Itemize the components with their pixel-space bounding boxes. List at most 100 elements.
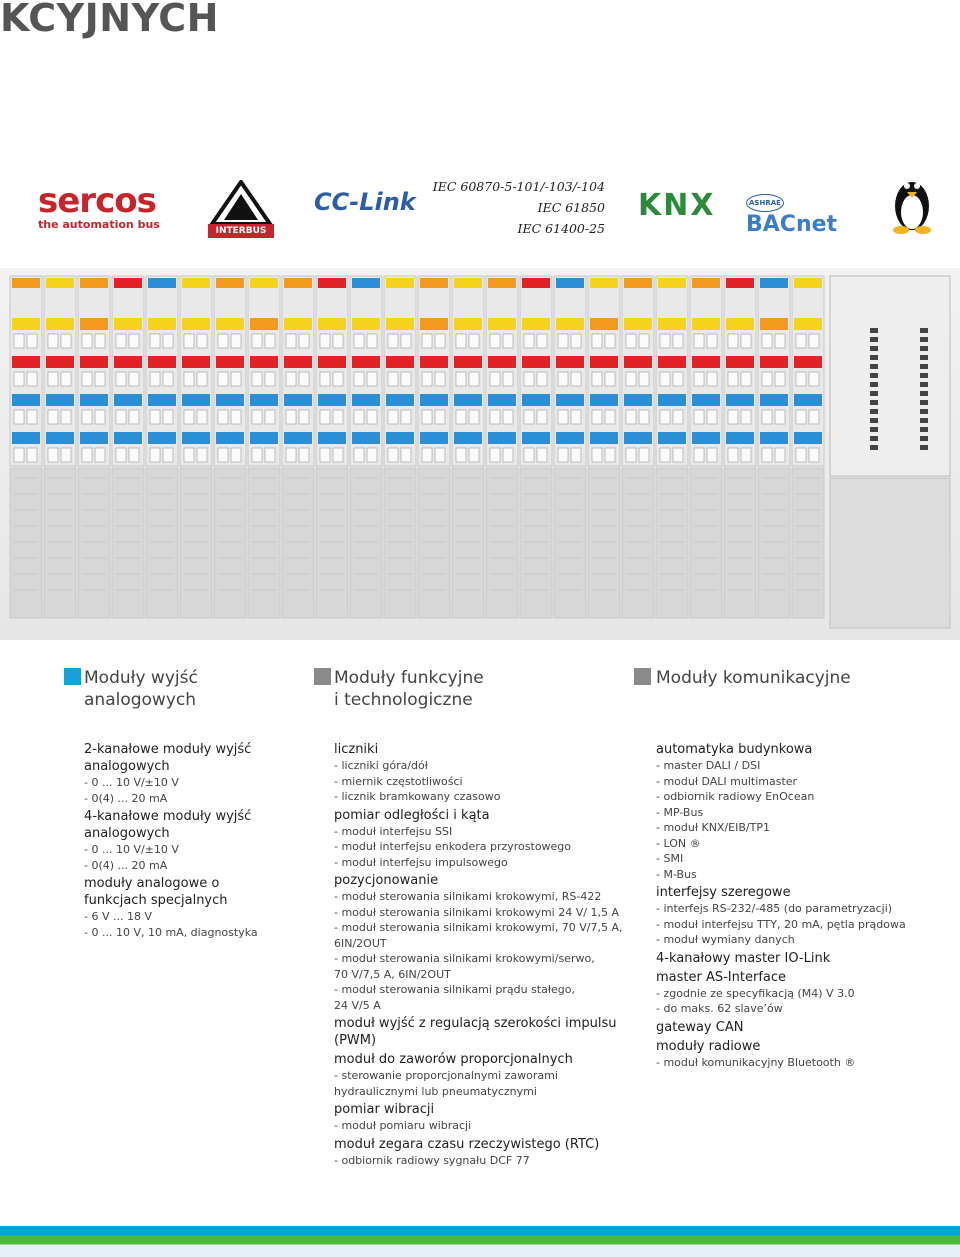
module-base (281, 467, 315, 619)
terminal-label (692, 318, 720, 330)
terminal-label (624, 356, 652, 368)
terminal-slot (183, 333, 195, 349)
list-item: - moduł komunikacyjny Bluetooth ® (656, 1055, 856, 1069)
terminal-slot (489, 447, 501, 463)
module-base (519, 467, 553, 619)
list-heading: moduł wyjść z regulacją szerokości impul… (334, 1016, 617, 1048)
terminal-slot (196, 333, 208, 349)
led-indicator (920, 364, 928, 369)
module-top-label (420, 278, 448, 288)
terminal-label (284, 356, 312, 368)
terminal-label (352, 318, 380, 330)
terminal-slot (264, 409, 276, 425)
terminal-slot (523, 371, 535, 387)
terminal-slot (706, 333, 718, 349)
terminal-slot (81, 333, 93, 349)
terminal-slot (196, 371, 208, 387)
terminal-label (80, 394, 108, 406)
led-indicator (920, 400, 928, 405)
list-item: - moduł interfejsu TTY, 20 mA, pętla prą… (656, 917, 906, 931)
terminal-slot (795, 409, 807, 425)
module-top-label (46, 278, 74, 288)
terminal-slot (625, 447, 637, 463)
terminal-slot (13, 333, 25, 349)
standard-item: IEC 60870-5-101/-103/-104 (432, 179, 605, 194)
led-indicator (870, 382, 878, 387)
terminal-label (352, 432, 380, 444)
terminal-slot (502, 447, 514, 463)
terminal-slot (774, 447, 786, 463)
list-item: - 0(4) ... 20 mA (84, 791, 168, 805)
terminal-label (318, 394, 346, 406)
list-heading: interfejsy szeregowe (656, 885, 791, 900)
terminal-slot (740, 333, 752, 349)
end-module-base (829, 477, 951, 629)
list-item: - MP-Bus (656, 805, 704, 819)
module-base (417, 467, 451, 619)
led-indicator (920, 418, 928, 423)
terminal-label (590, 394, 618, 406)
terminal-slot (421, 409, 433, 425)
terminal-slot (183, 371, 195, 387)
list-item: - LON ® (656, 836, 701, 850)
terminal-label (386, 432, 414, 444)
terminal-slot (26, 371, 38, 387)
terminal-slot (285, 409, 297, 425)
terminal-slot (638, 447, 650, 463)
terminal-slot (319, 447, 331, 463)
terminal-slot (26, 409, 38, 425)
terminal-slot (468, 371, 480, 387)
terminal-slot (740, 447, 752, 463)
module-base (587, 467, 621, 619)
section-square-icon (634, 668, 651, 685)
list-heading: liczniki (334, 742, 379, 757)
terminal-slot (13, 447, 25, 463)
terminal-slot (434, 447, 446, 463)
module-base (315, 467, 349, 619)
terminal-slot (672, 409, 684, 425)
module-top-label (80, 278, 108, 288)
module-top-label (522, 278, 550, 288)
list-heading: 2-kanałowe moduły wyjść analogowych (84, 742, 252, 774)
terminal-slot (332, 333, 344, 349)
terminal-slot (162, 447, 174, 463)
list-item: - do maks. 62 slave’ów (656, 1002, 783, 1015)
bacnet-logo: ASHRAE BACnet (746, 192, 854, 237)
terminal-label (148, 432, 176, 444)
terminal-slot (115, 447, 127, 463)
terminal-slot (761, 371, 773, 387)
section-square-icon (314, 668, 331, 685)
terminal-slot (434, 371, 446, 387)
terminal-slot (536, 447, 548, 463)
module-base (383, 467, 417, 619)
terminal-slot (217, 371, 229, 387)
module-top-label (726, 278, 754, 288)
module-top-label (318, 278, 346, 288)
terminal-label (420, 432, 448, 444)
module-top-label (624, 278, 652, 288)
terminal-slot (149, 447, 161, 463)
module-top-label (692, 278, 720, 288)
list-item: - 0 ... 10 V/±10 V (84, 776, 179, 789)
terminal-slot (387, 371, 399, 387)
module-base (247, 467, 281, 619)
terminal-label (216, 432, 244, 444)
terminal-slot (387, 409, 399, 425)
terminal-label (760, 394, 788, 406)
list-heading: pomiar wibracji (334, 1102, 435, 1117)
terminal-slot (557, 409, 569, 425)
terminal-slot (298, 371, 310, 387)
terminal-slot (332, 447, 344, 463)
terminal-slot (400, 371, 412, 387)
terminal-slot (434, 333, 446, 349)
terminal-label (420, 318, 448, 330)
communication-modules-list: automatyka budynkowa- master DALI / DSI-… (656, 741, 956, 1070)
list-heading: pozycjonowanie (334, 873, 439, 888)
list-item: - interfejs RS-232/-485 (do parametryzac… (656, 902, 893, 915)
terminal-slot (795, 371, 807, 387)
led-indicator (870, 364, 878, 369)
sercos-logo: sercos the automation bus (38, 181, 160, 231)
module-top-label (284, 278, 312, 288)
terminal-slot (251, 371, 263, 387)
terminal-slot (60, 333, 72, 349)
